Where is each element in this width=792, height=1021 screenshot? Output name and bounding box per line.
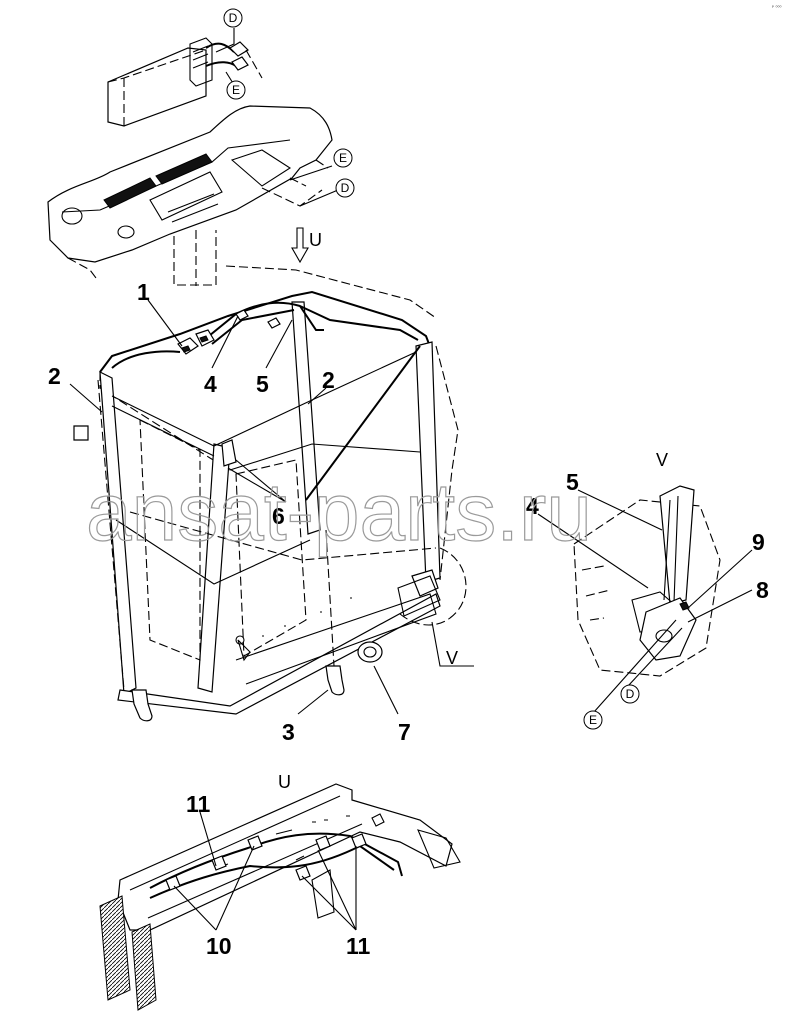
leader-lines [69, 28, 753, 931]
callout-5-detail: 5 [566, 469, 579, 495]
view-label-u-top: U [309, 230, 322, 250]
circled-reference-e3: E [583, 710, 603, 730]
circled-reference-d3: D [620, 684, 640, 704]
roof-panel-drawing [47, 105, 333, 286]
callout-9: 9 [752, 529, 765, 555]
callout-2-left: 2 [48, 363, 61, 389]
callout-11-bottom: 11 [346, 933, 371, 959]
callout-4-detail: 4 [526, 493, 539, 519]
view-u-roof-section: U [99, 772, 461, 1011]
svg-text:D: D [626, 687, 635, 701]
view-label-u-bottom: U [278, 772, 291, 792]
watermark-text: ansat-parts.ru [86, 467, 592, 558]
svg-text:E: E [339, 151, 347, 165]
heater-unit-drawing [107, 37, 263, 127]
svg-text:D: D [341, 181, 350, 195]
drain-parts-drawing [131, 439, 441, 722]
svg-text:E: E [589, 713, 597, 727]
callout-5-main: 5 [256, 371, 269, 397]
view-label-v-detail: V [656, 450, 668, 470]
callout-3: 3 [282, 719, 295, 745]
circled-reference-e2: E [333, 148, 353, 168]
circled-reference-d2: D [335, 178, 355, 198]
callout-8: 8 [756, 577, 769, 603]
cab-frame-drawing [73, 265, 459, 715]
callout-10: 10 [206, 933, 232, 959]
callout-1: 1 [137, 279, 150, 305]
circled-reference-d1: D [223, 8, 243, 28]
detail-v-drawing: V [573, 450, 721, 677]
detail-v-circle: V [399, 547, 474, 668]
hose-routing-drawing [111, 301, 419, 369]
callout-6: 6 [272, 503, 285, 529]
svg-text:D: D [229, 11, 238, 25]
callout-7: 7 [398, 719, 411, 745]
circled-reference-e1: E [226, 80, 246, 100]
callout-11-top: 11 [186, 791, 211, 817]
svg-text:E: E [232, 83, 240, 97]
view-label-v-main: V [446, 648, 458, 668]
view-u-arrow: U [291, 227, 322, 264]
corner-mark: ᴾ ⁰⁰⁰ [772, 5, 782, 11]
callout-4-main: 4 [204, 371, 217, 397]
callout-2-center: 2 [322, 367, 335, 393]
